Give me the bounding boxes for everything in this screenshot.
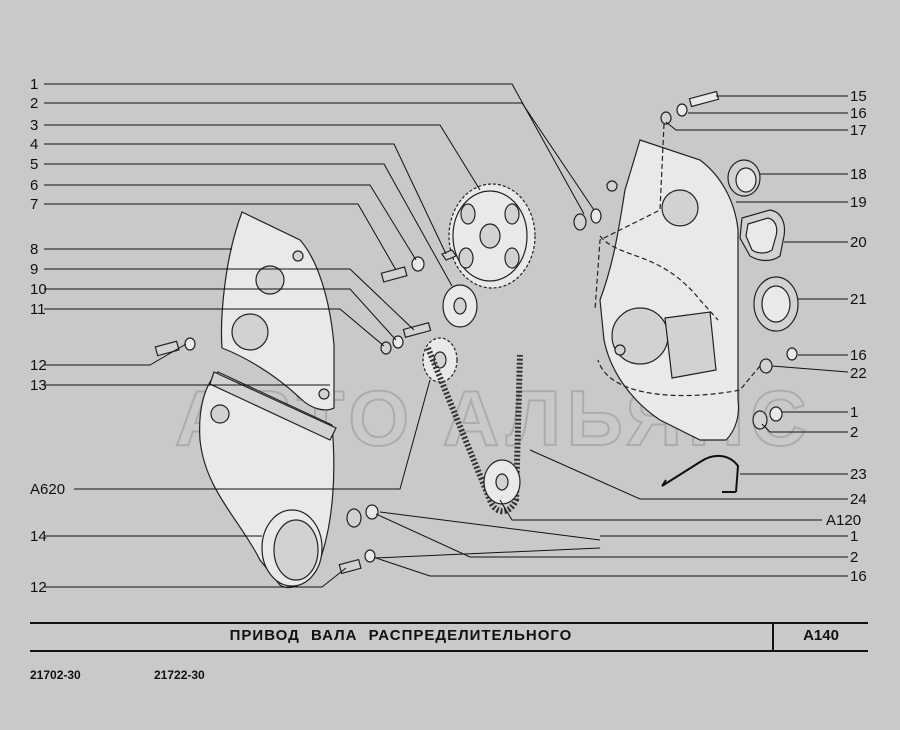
callout-A620: A620 — [30, 481, 65, 498]
callout-2b: 2 — [850, 424, 858, 441]
callout-10: 10 — [30, 281, 47, 298]
callout-6: 6 — [30, 177, 38, 194]
callout-20: 20 — [850, 234, 867, 251]
rear-upper-cover — [599, 139, 740, 441]
callout-11: 11 — [30, 301, 46, 318]
model-code-2: 21722-30 — [154, 668, 205, 682]
callout-9: 9 — [30, 261, 38, 278]
callout-13: 13 — [30, 377, 47, 394]
callout-17: 17 — [850, 122, 867, 139]
title-separator — [772, 624, 774, 650]
callout-24: 24 — [850, 491, 867, 508]
plug-ring — [753, 276, 799, 332]
key — [441, 249, 457, 261]
callout-19: 19 — [850, 194, 867, 211]
callout-14: 14 — [30, 528, 47, 545]
model-code-1: 21702-30 — [30, 668, 81, 682]
callout-18: 18 — [850, 166, 867, 183]
rear-lower-cover — [199, 371, 337, 589]
callout-16b: 16 — [850, 347, 867, 364]
catalog-code: A140 — [803, 627, 839, 644]
callout-1: 1 — [30, 76, 38, 93]
callout-5: 5 — [30, 156, 38, 173]
tensioner-roller — [442, 284, 478, 328]
callout-4: 4 — [30, 136, 38, 153]
page-title: ПРИВОД ВАЛА РАСПРЕДЕЛИТЕЛЬНОГО — [229, 627, 573, 644]
seal-ring — [727, 159, 761, 197]
callout-2: 2 — [30, 95, 38, 112]
gasket — [739, 209, 786, 262]
fasteners — [154, 90, 798, 575]
front-upper-cover — [220, 211, 335, 411]
callouts-right: 15 16 17 18 19 20 21 16 22 1 2 23 24 A12… — [375, 88, 867, 585]
assembly-lines — [373, 123, 761, 559]
camshaft-pulley — [448, 183, 536, 289]
callout-12b: 12 — [30, 579, 47, 596]
callout-3: 3 — [30, 117, 38, 134]
callout-16: 16 — [850, 105, 867, 122]
callout-22: 22 — [850, 365, 867, 382]
callout-12: 12 — [30, 357, 47, 374]
callouts-left: 1 2 3 4 5 6 7 8 9 10 11 12 13 A620 14 12 — [30, 76, 595, 596]
title-bar: ПРИВОД ВАЛА РАСПРЕДЕЛИТЕЛЬНОГО A140 — [30, 622, 868, 652]
callout-A120: A120 — [826, 512, 861, 529]
crankshaft-pulley — [422, 337, 458, 383]
callout-2c: 2 — [850, 549, 858, 566]
callout-1b: 1 — [850, 404, 858, 421]
callout-21: 21 — [850, 291, 867, 308]
bracket — [661, 454, 740, 493]
callout-7: 7 — [30, 196, 38, 213]
callout-15: 15 — [850, 88, 867, 105]
callout-1c: 1 — [850, 528, 858, 545]
callout-8: 8 — [30, 241, 38, 258]
callout-23: 23 — [850, 466, 867, 483]
callout-16c: 16 — [850, 568, 867, 585]
